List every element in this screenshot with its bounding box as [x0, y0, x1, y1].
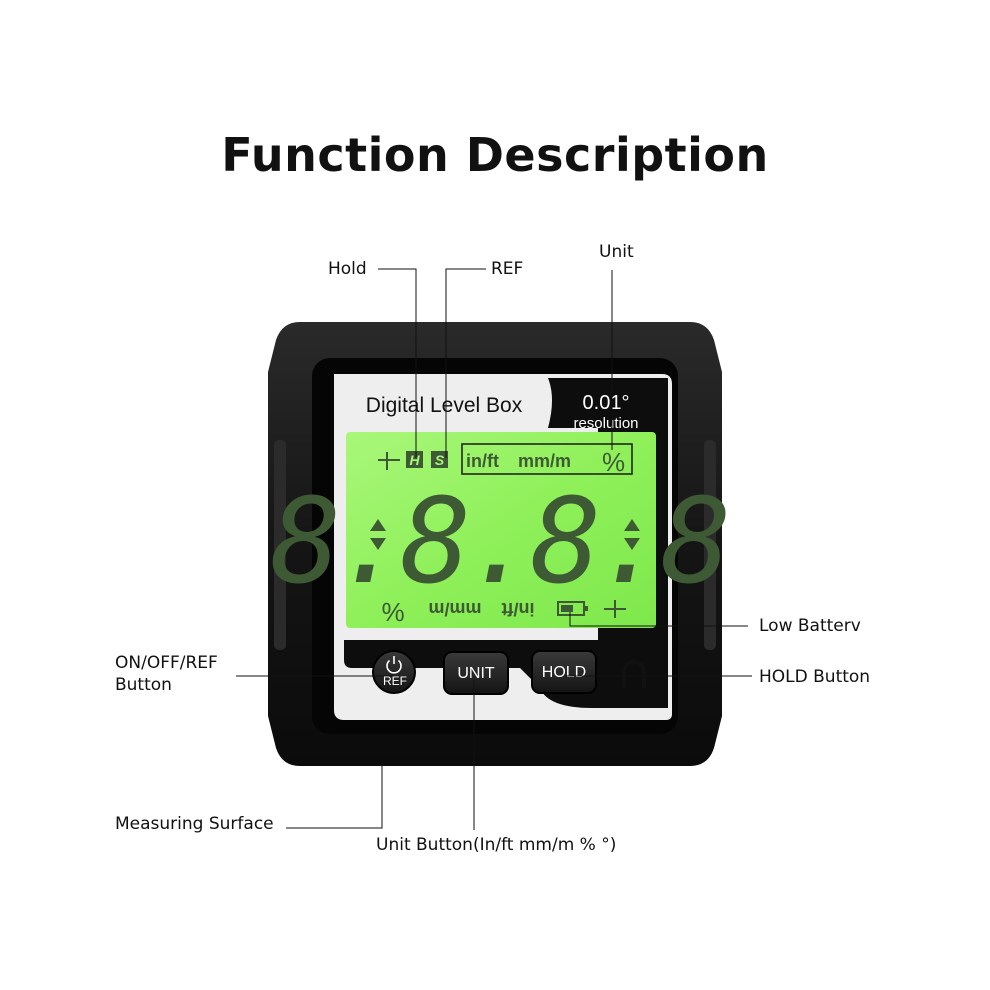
callout-measuring-surface: Measuring Surface: [115, 814, 274, 834]
magnet-icon: [622, 660, 646, 688]
measuring-surface-leader: [286, 766, 383, 829]
battery-icon: [557, 601, 588, 616]
lcd-bottom-percent: %: [381, 597, 404, 627]
callout-onoff-ref-line2: Button: [115, 675, 172, 695]
callout-onoff-ref: ON/OFF/REF Button: [115, 653, 218, 695]
lcd-unit-in-ft: in/ft: [466, 451, 499, 471]
hold-button[interactable]: HOLD: [531, 650, 597, 694]
direction-arrows-left: [370, 519, 386, 550]
hold-leader: [378, 268, 417, 458]
resolution-value: 0.01°: [583, 392, 630, 414]
callout-onoff-ref-line1: ON/OFF/REF: [115, 653, 218, 673]
hold-indicator: H: [409, 452, 420, 468]
power-button-label: REF: [383, 674, 407, 688]
lcd-digits: 8.8.8.8: [270, 472, 725, 610]
page-title: Function Description: [221, 128, 769, 182]
lcd-unit-mm-m: mm/m: [518, 451, 571, 471]
callout-unit: Unit: [599, 242, 634, 262]
low-battery-leader: [569, 612, 748, 627]
hold-indicator-box: [406, 451, 423, 468]
ref-indicator-box: [431, 451, 448, 468]
callout-hold-button: HOLD Button: [759, 667, 871, 687]
ref-indicator: S: [435, 452, 445, 468]
unit-highlight-frame: [461, 443, 633, 475]
callout-low-battery: Low Batterv: [759, 616, 861, 636]
lcd-screen: H S in/ft mm/m % 8.8.8.8 % mm/m in/ft: [270, 432, 732, 628]
resolution-label: resolution: [573, 415, 638, 432]
device-label: Digital Level Box: [366, 394, 523, 417]
callout-lines: [236, 268, 752, 830]
hold-button-label: HOLD: [542, 664, 586, 681]
ref-leader: [445, 268, 486, 458]
callout-ref: REF: [491, 259, 524, 279]
power-icon: [386, 656, 402, 674]
power-ref-button[interactable]: REF: [372, 650, 416, 694]
lcd-unit-percent: %: [602, 447, 625, 477]
unit-button[interactable]: UNIT: [443, 651, 509, 695]
direction-arrows-right: [624, 519, 640, 550]
unit-button-label: UNIT: [457, 665, 495, 682]
side-grip-right: [704, 440, 716, 650]
side-grip-left: [274, 440, 286, 650]
callout-unit-button: Unit Button(In/ft mm/m % °): [376, 835, 617, 855]
lcd-bottom-in-ft: in/ft: [502, 599, 535, 619]
callout-hold: Hold: [328, 259, 367, 279]
level-icon-bottom-right: [604, 600, 626, 618]
level-icon-top-left: [378, 452, 400, 470]
lcd-bottom-mm-m: mm/m: [428, 599, 481, 619]
